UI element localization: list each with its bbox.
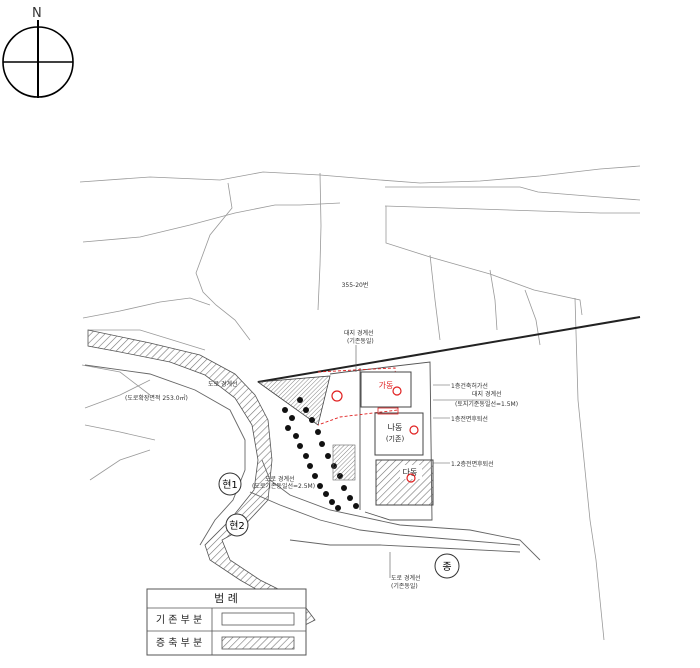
site-block <box>329 361 433 521</box>
north-arrow-icon: N <box>2 6 74 98</box>
parking-bay <box>332 444 356 481</box>
unit-nega-sub: (기존) <box>386 434 405 443</box>
legend-row-extension-label: 증 축 부 분 <box>156 637 202 649</box>
building-dadong: 다동 <box>375 459 434 506</box>
legend: 범 례 기 존 부 분 증 축 부 분 <box>146 588 307 656</box>
legend-title: 범 례 <box>214 592 238 605</box>
svg-text:현1: 현1 <box>222 479 238 491</box>
north-label: N <box>32 6 42 21</box>
building-line-2: 1층전면후퇴선 <box>451 415 488 423</box>
unit-gaga-label: 가동 <box>379 381 394 390</box>
svg-text:종: 종 <box>442 561 451 573</box>
building-line-3: 1.2층전면후퇴선 <box>451 460 494 468</box>
note-top-sub: (기존동일) <box>347 337 374 345</box>
note-mid: 도로 경계선 <box>265 475 295 483</box>
site-boundary-line <box>257 316 641 383</box>
road-sign-3: 종 <box>434 553 460 579</box>
unit-nega-label: 나동 <box>388 423 403 432</box>
legend-row-extension-swatch <box>221 636 295 650</box>
note-right-sub: (토지기준동일선=1.5M) <box>455 400 518 408</box>
building-gaga: 가동 <box>360 371 412 408</box>
road-sign-2: 현2 <box>225 513 249 537</box>
svg-text:현2: 현2 <box>229 520 245 532</box>
parcel-lines <box>79 165 641 641</box>
building-line-1: 1층건축허가선 <box>451 382 488 390</box>
building-nega: 나동 (기존) <box>331 390 424 456</box>
legend-row-existing-label: 기 존 부 분 <box>156 614 202 626</box>
note-left-sub: (도로확장면적 253.0㎡) <box>125 394 188 402</box>
unit-dadong-label: 다동 <box>403 468 418 477</box>
note-top: 대지 경계선 <box>344 329 374 337</box>
note-right: 대지 경계선 <box>472 390 502 398</box>
annotation-leaders <box>355 345 490 578</box>
road-edges <box>84 364 541 561</box>
note-left: 도로 경계선 <box>208 380 238 388</box>
legend-row-existing-swatch <box>221 612 295 626</box>
lot-number-label: 355-20번 <box>342 281 369 289</box>
note-bottom: 도로 경계선 <box>391 574 421 582</box>
note-mid-sub: (도로기존동일선=2.5M) <box>252 482 315 490</box>
site-wedge <box>256 375 331 426</box>
road-sign-1: 현1 <box>218 472 242 496</box>
building-limit-dashed <box>317 367 399 426</box>
note-bottom-sub: (기존동일) <box>391 582 418 590</box>
